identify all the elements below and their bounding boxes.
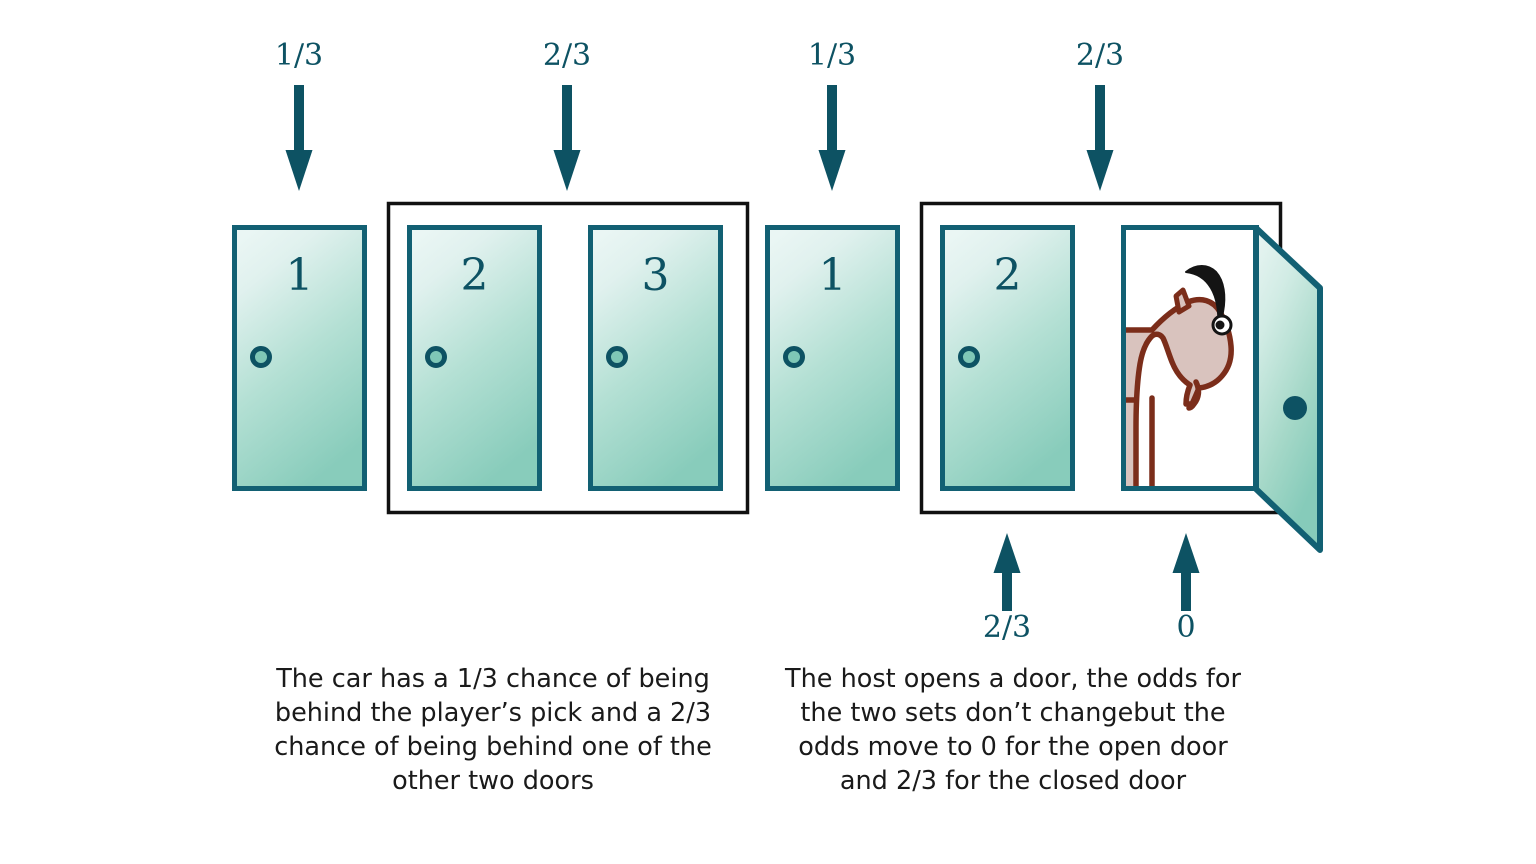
door-right-1[interactable] (765, 225, 900, 491)
arrow-up-right-open-door (1172, 533, 1200, 611)
probability-label-left-group: 2/3 (542, 38, 592, 73)
arrow-up-right-closed-door (993, 533, 1021, 611)
door-left-2[interactable] (407, 225, 542, 491)
arrow-down-left-door1 (285, 85, 313, 191)
caption-right: The host opens a door, the odds for the … (785, 664, 1241, 796)
probability-label-right-closed-door: 2/3 (982, 610, 1032, 645)
arrow-down-right-door1 (818, 85, 846, 191)
door-right-2[interactable] (940, 225, 1075, 491)
open-door-panel (1253, 225, 1323, 553)
caption-left: The car has a 1/3 chance of being behind… (274, 664, 712, 796)
arrow-down-right-group (1086, 85, 1114, 191)
goat-icon (1126, 265, 1234, 486)
open-door-knob (1283, 396, 1307, 420)
arrow-down-left-group (553, 85, 581, 191)
door-left-3[interactable] (588, 225, 723, 491)
probability-label-right-open-door: 0 (1176, 610, 1196, 645)
probability-label-left-door1: 1/3 (274, 38, 324, 73)
left-group-box (386, 201, 750, 515)
probability-label-right-group: 2/3 (1075, 38, 1125, 73)
door-right-3-open[interactable] (1118, 225, 1323, 553)
door-left-1[interactable] (232, 225, 367, 491)
probability-label-right-door1: 1/3 (807, 38, 857, 73)
